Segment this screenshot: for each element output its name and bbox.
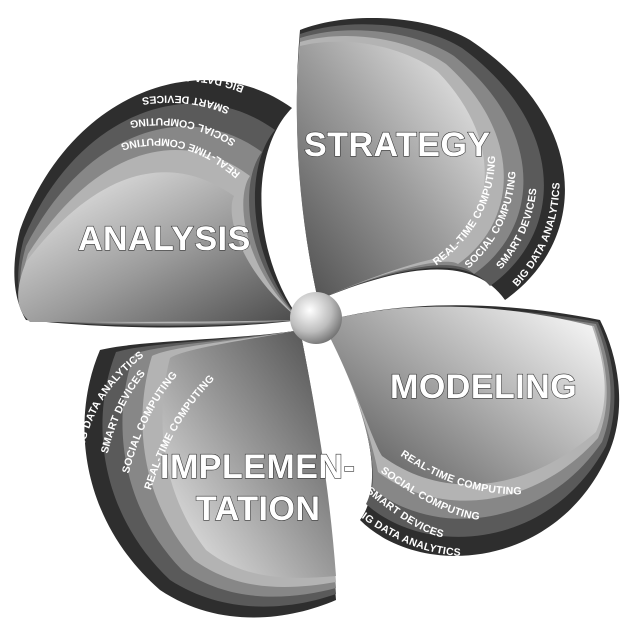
modeling-petal-group <box>322 305 620 556</box>
strategy-petal-group <box>296 17 565 301</box>
analysis-petal-group <box>14 80 301 328</box>
modeling-petal <box>322 306 605 485</box>
implementation-label-line1: IMPLEMEN- <box>160 448 355 486</box>
analysis-label: ANALYSIS <box>78 220 251 258</box>
strategy-label: STRATEGY <box>304 126 491 164</box>
implementation-petal <box>162 330 336 578</box>
implementation-label-line2: TATION <box>196 490 321 528</box>
strategy-petal <box>296 41 485 300</box>
implementation-petal-group <box>84 330 336 618</box>
analysis-petal <box>18 172 300 322</box>
center-hub <box>290 292 342 344</box>
modeling-label: MODELING <box>390 368 577 406</box>
